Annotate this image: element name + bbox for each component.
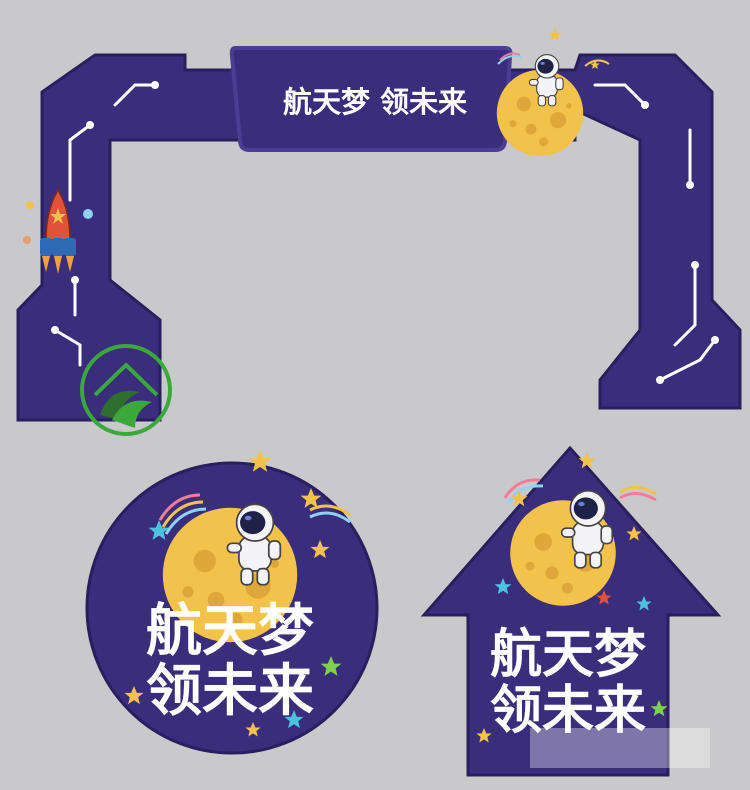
arch-banner: 航天梦 领未来 (229, 46, 513, 152)
circle-sign-line1: 航天梦 (146, 599, 314, 664)
arrow-sign-line2: 领未来 (490, 681, 646, 741)
circle-sign: 航天梦 领未来 (85, 450, 379, 755)
rainbow-streak (497, 52, 610, 67)
circle-sign-line2: 领未来 (146, 659, 314, 724)
circuit-nodes (51, 81, 719, 384)
circuit-lines (53, 83, 717, 382)
arch-banner-text: 航天梦 领未来 (283, 85, 467, 119)
circle-rainbow (158, 493, 351, 535)
watermark-blur (530, 728, 710, 768)
rocket-icon (23, 188, 93, 274)
arrow-rainbow (503, 478, 657, 505)
arrow-sign-line1: 航天梦 (490, 625, 646, 685)
house-swirl-logo (80, 344, 172, 436)
arch: 航天梦 领未来 (16, 28, 742, 436)
arrow-sign: 航天梦 领未来 (420, 445, 722, 777)
